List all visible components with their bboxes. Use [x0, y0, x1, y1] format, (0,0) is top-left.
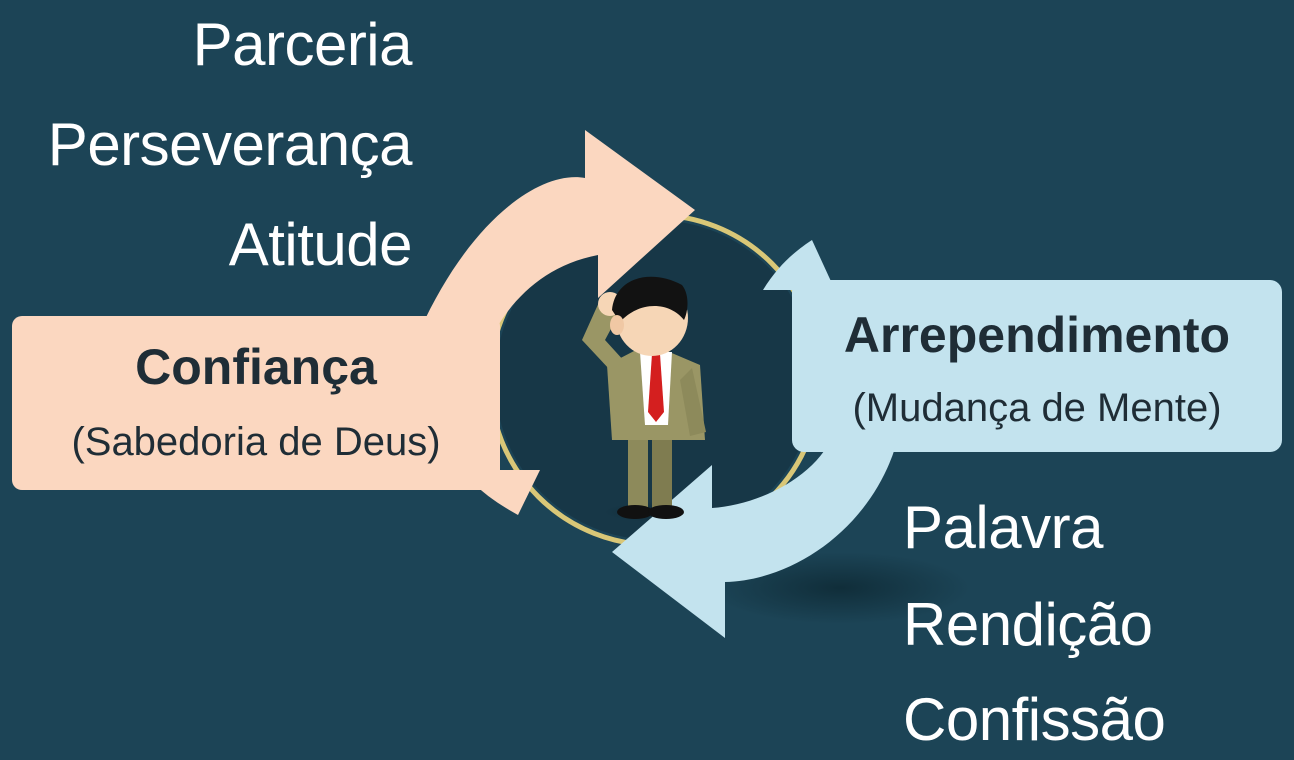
arrependimento-subtitle: (Mudança de Mente) [852, 386, 1222, 430]
term-atitude: Atitude [228, 211, 413, 278]
arrependimento-box [792, 280, 1282, 452]
bottom-arrow-shape [612, 430, 900, 638]
confianca-box [12, 316, 500, 490]
confianca-subtitle: (Sabedoria de Deus) [71, 420, 441, 464]
left-arrow-tail [470, 470, 540, 515]
arrependimento-title: Arrependimento [843, 307, 1231, 363]
term-confissao: Confissão [903, 686, 1166, 753]
term-rendicao: Rendição [903, 591, 1153, 658]
term-palavra: Palavra [903, 494, 1103, 561]
term-perseveranca: Perseverança [47, 111, 413, 178]
term-parceria: Parceria [192, 11, 413, 78]
confianca-title: Confiança [135, 339, 377, 395]
thinking-man-icon [582, 276, 706, 519]
right-arrow-tail [763, 240, 835, 290]
top-arrow-shape [420, 130, 695, 340]
